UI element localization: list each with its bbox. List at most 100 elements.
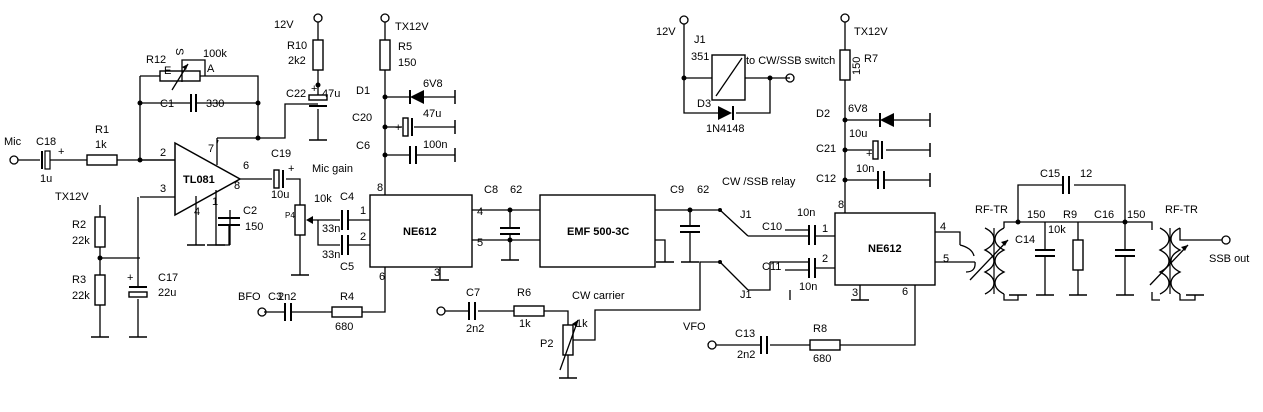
lbl-c12: C12: [816, 173, 836, 185]
lbl-c19: C19: [271, 148, 291, 160]
ne612a-chip: [369, 194, 473, 268]
lbl-v12a: 12V: [274, 19, 294, 31]
lbl-r10: R10: [287, 40, 307, 52]
lbl-pin1: 1: [212, 196, 218, 208]
lbl-r6v: 1k: [519, 318, 531, 330]
c17-capacitor: [128, 291, 148, 298]
lbl-r4: R4: [340, 291, 354, 303]
r4-resistor: [331, 306, 363, 318]
vfo-input: [707, 285, 916, 354]
lbl-r9: R9: [1063, 209, 1077, 221]
r9-resistor: [1072, 239, 1084, 271]
lbl-p4: P4: [285, 211, 295, 220]
lbl-c4v: 33n: [322, 223, 340, 235]
lbl-c12v: 10n: [856, 163, 874, 175]
lbl-r10v: 2k2: [288, 55, 306, 67]
lbl-d1: D1: [356, 85, 370, 97]
lbl-j1top: J1: [694, 34, 706, 46]
lbl-p2v: 1k: [576, 318, 588, 330]
mic-stage: [9, 59, 318, 338]
lbl-mic: Mic: [4, 136, 22, 148]
lbl-na4: 4: [477, 206, 483, 218]
lbl-c7v: 2n2: [466, 323, 484, 335]
lbl-r8v: 680: [813, 353, 831, 365]
lbl-c6: C6: [356, 140, 370, 152]
lbl-nb2: 2: [822, 253, 828, 265]
lbl-r2: R2: [72, 219, 86, 231]
r12-trimmer: [159, 59, 206, 91]
lbl-pin4: 4: [194, 206, 200, 218]
lbl-r1v: 1k: [95, 139, 107, 151]
lbl-c21v: 10u: [849, 128, 867, 140]
lbl-na6: 6: [379, 271, 385, 283]
lbl-filter: EMF 500-3C: [567, 226, 629, 238]
lbl-ne612a: NE612: [403, 226, 437, 238]
lbl-c8: C8: [484, 184, 498, 196]
lbl-d2: D2: [816, 108, 830, 120]
lbl-c13: C13: [735, 328, 755, 340]
lbl-r5: R5: [398, 41, 412, 53]
lbl-d3: D3: [697, 98, 711, 110]
lbl-c8v: 62: [510, 184, 522, 196]
lbl-c6v: 100n: [423, 139, 447, 151]
lbl-c22: C22: [286, 88, 306, 100]
lbl-nb3: 3: [852, 287, 858, 299]
lbl-r12e: E: [164, 65, 171, 77]
lbl-nb1: 1: [822, 223, 828, 235]
lbl-ne612b: NE612: [868, 243, 902, 255]
lbl-c10v: 10n: [797, 207, 815, 219]
lbl-relay: CW /SSB relay: [722, 176, 796, 188]
lbl-na2: 2: [360, 231, 366, 243]
p2-potentiometer: [562, 324, 574, 356]
lbl-r6: R6: [517, 287, 531, 299]
lbl-j1b: J1: [740, 289, 752, 301]
lbl-c13v: 2n2: [737, 349, 755, 361]
lbl-r3v: 22k: [72, 290, 90, 302]
lbl-r5v: 150: [398, 57, 416, 69]
lbl-micgain: Mic gain: [312, 163, 353, 175]
lbl-tx12c: TX12V: [854, 26, 888, 38]
lbl-tx12b: TX12V: [395, 21, 429, 33]
lbl-c5: C5: [340, 261, 354, 273]
lbl-c11: C11: [762, 261, 781, 273]
lbl-r1: R1: [95, 124, 109, 136]
lbl-plus-c21: +: [866, 148, 872, 160]
lbl-c15: C15: [1040, 168, 1060, 180]
lbl-c14: C14: [1015, 234, 1035, 246]
lbl-j1a: J1: [740, 209, 752, 221]
ne612b-chip: [834, 212, 936, 286]
relay-coil: [679, 15, 795, 120]
r10-c22: [308, 13, 328, 141]
lbl-r12: R12: [146, 54, 166, 66]
lbl-r7v: 150: [851, 57, 863, 75]
labels: Mic C18 1u + R1 1k R12 E S 100k A C1 330…: [4, 19, 1249, 365]
lbl-c15v: 12: [1080, 168, 1092, 180]
lbl-c1: C1: [160, 98, 174, 110]
lbl-pin2: 2: [160, 147, 166, 159]
lbl-r12s: S: [173, 48, 185, 55]
output-network: [959, 176, 1231, 301]
lbl-c19v: 10u: [271, 189, 289, 201]
lbl-c14v: 150: [1027, 209, 1045, 221]
lbl-plus-c17: +: [127, 272, 133, 284]
lbl-nb8: 8: [838, 199, 844, 211]
lbl-r12v: 100k: [203, 48, 227, 60]
lbl-c16: C16: [1094, 209, 1114, 221]
lbl-c3: C3: [268, 291, 282, 303]
lbl-v12b: 12V: [656, 26, 676, 38]
lbl-plus-c18: +: [58, 146, 64, 158]
lbl-c7: C7: [466, 287, 480, 299]
lbl-c22v: 47u: [322, 88, 340, 100]
lbl-c5v: 33n: [322, 249, 340, 261]
lbl-c9v: 62: [697, 184, 709, 196]
lbl-bfo: BFO: [238, 291, 261, 303]
lbl-r2v: 22k: [72, 235, 90, 247]
lbl-c17v: 22u: [158, 287, 176, 299]
lbl-c18: C18: [36, 136, 56, 148]
lbl-opamp: TL081: [183, 174, 215, 186]
lbl-r7: R7: [864, 53, 878, 65]
r2-resistor: [94, 216, 106, 248]
bfo-terminal: [257, 307, 267, 317]
opamp-symbol: [174, 141, 242, 217]
relay-contacts: [718, 208, 835, 300]
